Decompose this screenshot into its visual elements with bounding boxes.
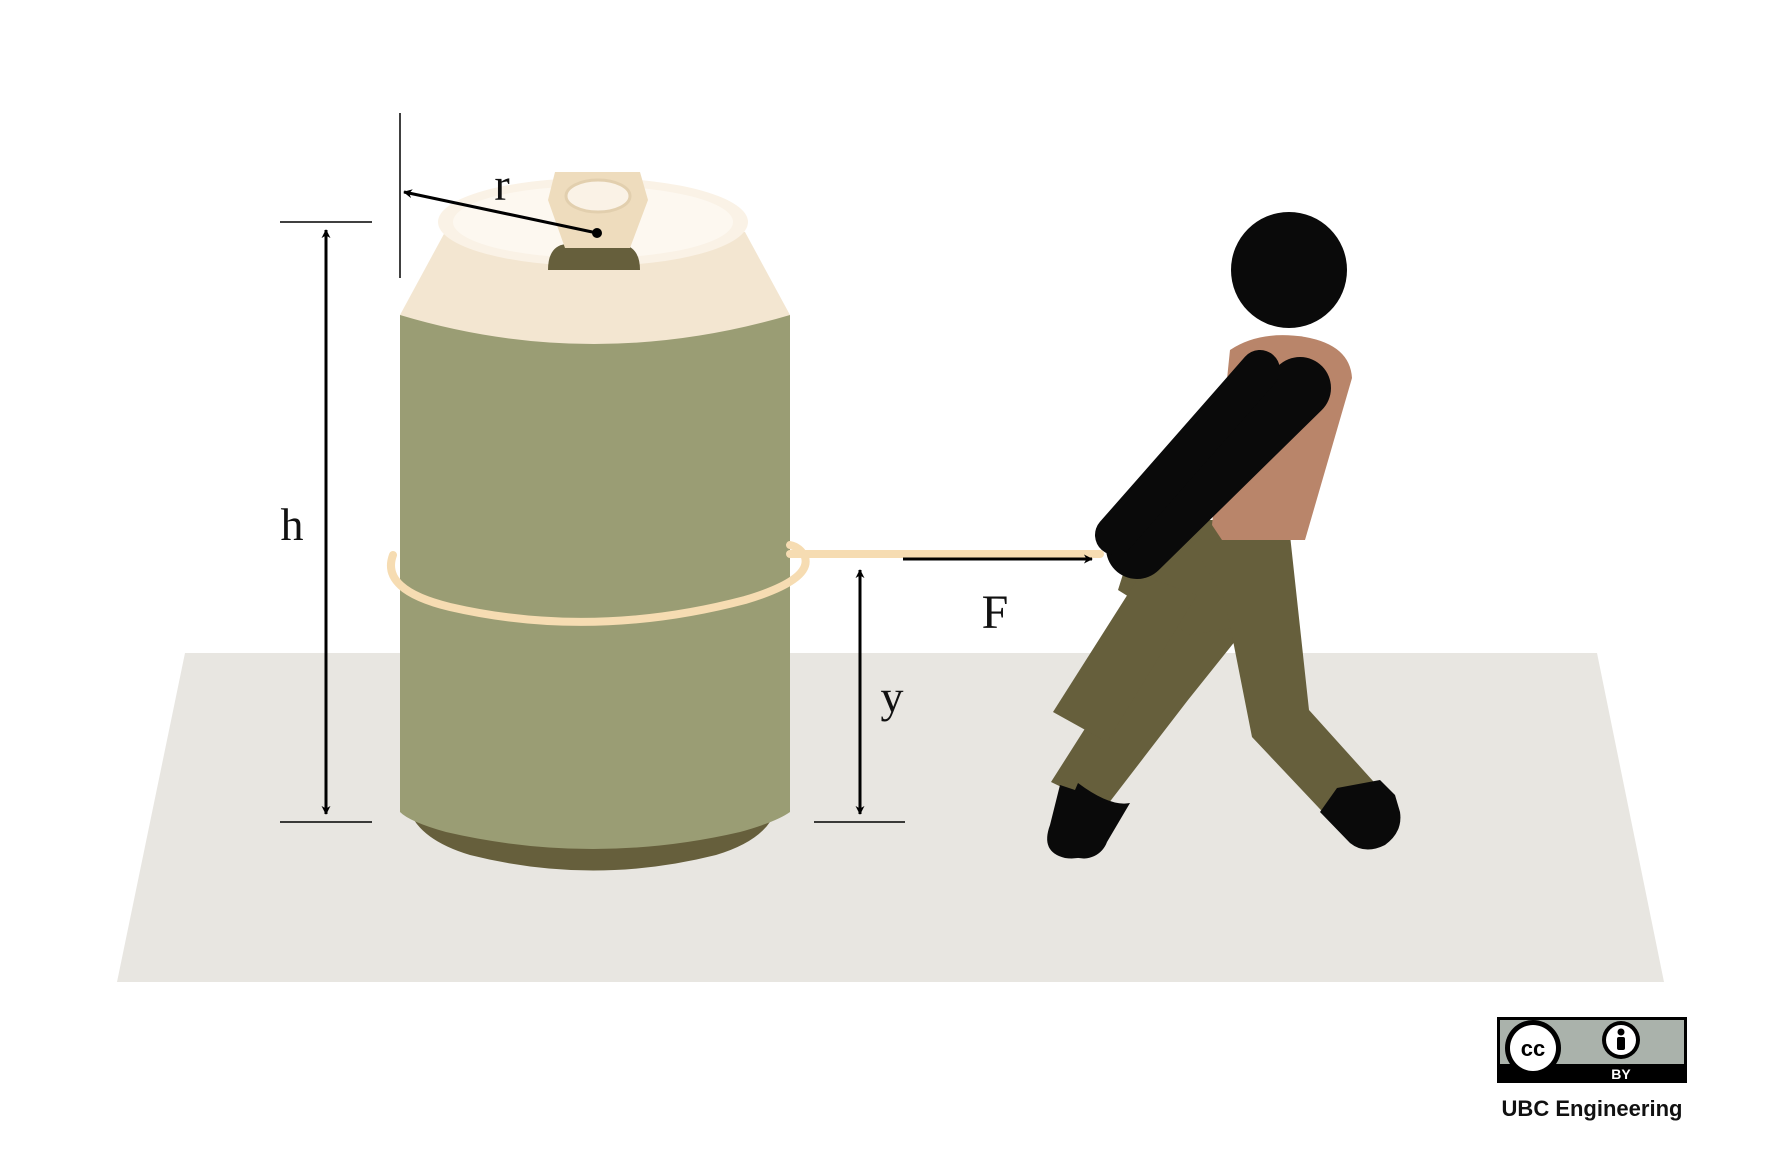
can-opening bbox=[548, 244, 640, 270]
cc-icon bbox=[1510, 1025, 1556, 1071]
label-y: y bbox=[881, 671, 904, 722]
radius-arrow bbox=[403, 189, 598, 235]
credit-text: UBC Engineering bbox=[1502, 1096, 1683, 1121]
cc-by-license-badge: cc BY bbox=[1497, 1017, 1687, 1083]
label-r: r bbox=[494, 159, 509, 210]
stick-person bbox=[1047, 212, 1401, 859]
cc-icon-text: cc bbox=[1521, 1036, 1545, 1061]
can-body bbox=[400, 315, 790, 849]
by-label: BY bbox=[1611, 1066, 1631, 1082]
front-leg bbox=[1190, 535, 1382, 825]
can-center-dot bbox=[592, 228, 602, 238]
front-shoe bbox=[1320, 780, 1401, 850]
back-shoe-sole bbox=[1058, 783, 1130, 859]
soda-can bbox=[400, 172, 790, 871]
back-leg-shin bbox=[1053, 575, 1197, 742]
arm bbox=[1106, 357, 1331, 579]
attribution-icon-body bbox=[1617, 1037, 1625, 1050]
label-h: h bbox=[281, 499, 304, 550]
attribution-icon-head bbox=[1617, 1028, 1625, 1036]
arm-upper bbox=[1095, 350, 1280, 555]
pull-tab-ring bbox=[564, 178, 632, 214]
head bbox=[1231, 212, 1347, 328]
label-F: F bbox=[982, 586, 1009, 639]
